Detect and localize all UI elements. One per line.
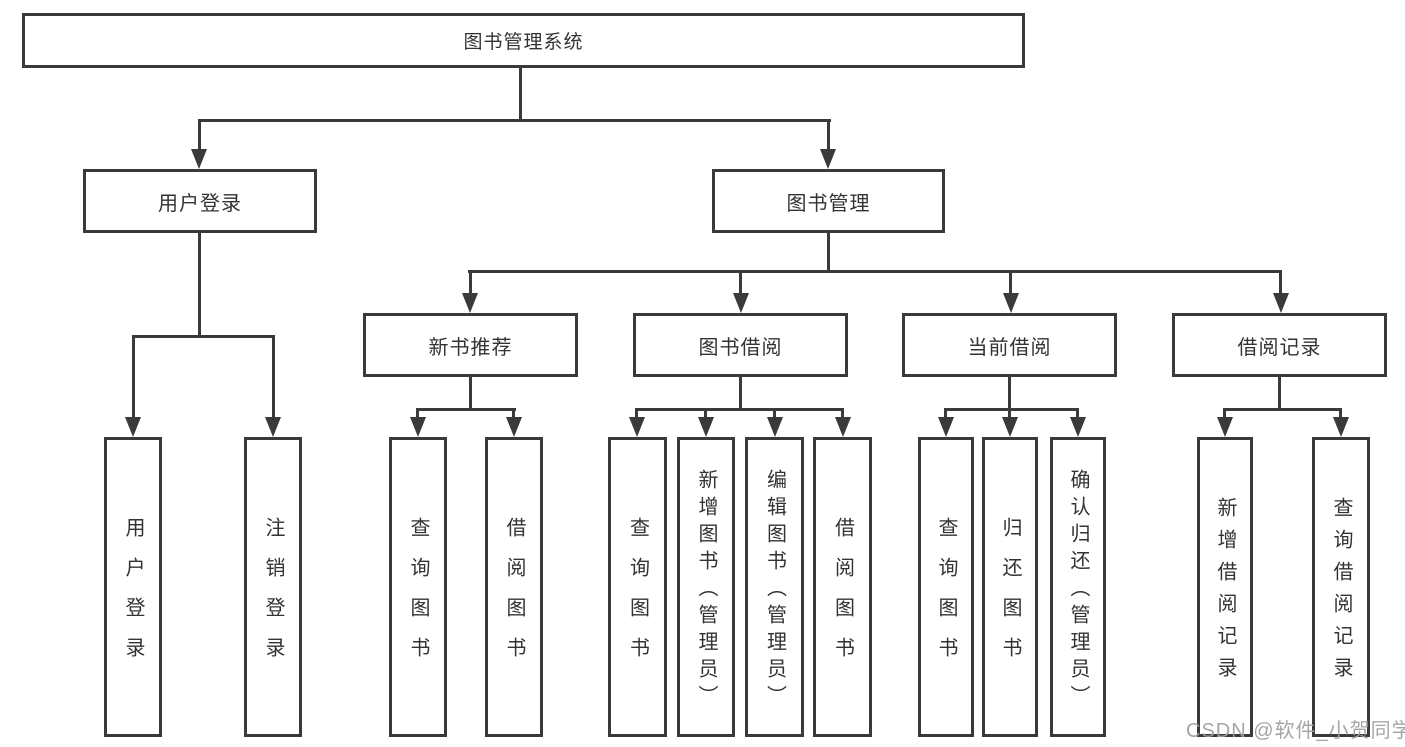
leaf-user-login: 用户登录 [104,437,162,737]
connector-borrow-records-stem [1278,377,1281,408]
leaf-br-query-record-label: 查询借阅记录 [1330,497,1352,689]
leaf-logout: 注销登录 [244,437,302,737]
node-book-mgmt: 图书管理 [712,169,945,233]
arrowhead-nb-borrow-icon [506,417,522,437]
connector-drop-new-book [469,270,472,293]
leaf-cb-return-books-label: 归还图书 [999,517,1021,677]
leaf-cb-confirm-return-label: 确认归还（管理员） [1067,469,1089,712]
connector-drop-book-mgmt [827,119,830,151]
node-root: 图书管理系统 [22,13,1025,68]
connector-drop-bb-edit [773,408,776,417]
connector-root-stem [519,68,522,119]
arrowhead-bb-edit-icon [767,417,783,437]
connector-drop-leaf-logout [272,335,275,417]
node-new-book: 新书推荐 [363,313,578,377]
arrowhead-new-book-icon [462,293,478,313]
connector-book-mgmt-bar [468,270,1282,273]
node-book-borrow: 图书借阅 [633,313,848,377]
connector-user-login-stem [198,233,201,335]
arrowhead-cb-query-icon [938,417,954,437]
connector-new-book-stem [469,377,472,408]
connector-current-borrow-bar [944,408,1079,411]
leaf-bb-query-books: 查询图书 [608,437,667,737]
node-user-login: 用户登录 [83,169,317,233]
connector-current-borrow-stem [1008,377,1011,408]
connector-drop-cb-return [1008,408,1011,417]
leaf-br-query-record: 查询借阅记录 [1312,437,1370,737]
arrowhead-user-login-icon [191,149,207,169]
leaf-bb-borrow-books-label: 借阅图书 [831,517,854,677]
leaf-nb-query-books: 查询图书 [389,437,447,737]
arrowhead-book-borrow-icon [733,293,749,313]
connector-drop-br-add [1223,408,1226,417]
connector-drop-bb-query [635,408,638,417]
leaf-bb-query-books-label: 查询图书 [626,517,649,677]
connector-drop-cb-confirm [1076,408,1079,417]
leaf-nb-borrow-books-label: 借阅图书 [503,517,525,677]
connector-drop-nb-borrow [512,408,515,417]
arrowhead-leaf-login-icon [125,417,141,437]
leaf-user-login-label: 用户登录 [122,517,144,677]
arrowhead-br-add-icon [1217,417,1233,437]
node-borrow-records: 借阅记录 [1172,313,1387,377]
arrowhead-br-query-icon [1333,417,1349,437]
connector-root-bar [198,119,831,122]
connector-borrow-records-bar [1223,408,1342,411]
connector-drop-book-borrow [739,270,742,293]
leaf-nb-query-books-label: 查询图书 [407,517,429,677]
leaf-br-add-record-label: 新增借阅记录 [1214,497,1236,689]
leaf-bb-add-books-label: 新增图书（管理员） [695,469,717,712]
connector-user-login-bar [132,335,275,338]
leaf-cb-return-books: 归还图书 [982,437,1038,737]
csdn-watermark: CSDN @软件_小贺同学 [1186,720,1405,742]
leaf-cb-confirm-return: 确认归还（管理员） [1050,437,1106,737]
leaf-cb-query-books-label: 查询图书 [935,517,957,677]
leaf-br-add-record: 新增借阅记录 [1197,437,1253,737]
connector-book-borrow-bar [635,408,844,411]
connector-drop-bb-borrow [841,408,844,417]
connector-drop-cb-query [944,408,947,417]
node-new-book-label: 新书推荐 [428,336,513,359]
leaf-cb-query-books: 查询图书 [918,437,974,737]
connector-new-book-bar [416,408,516,411]
arrowhead-cb-confirm-icon [1070,417,1086,437]
arrowhead-bb-query-icon [629,417,645,437]
arrowhead-current-borrow-icon [1003,293,1019,313]
leaf-bb-add-books: 新增图书（管理员） [677,437,735,737]
node-user-login-label: 用户登录 [158,192,242,215]
node-borrow-records-label: 借阅记录 [1237,336,1322,359]
leaf-bb-edit-books: 编辑图书（管理员） [745,437,804,737]
node-book-borrow-label: 图书借阅 [698,336,783,359]
leaf-bb-edit-books-label: 编辑图书（管理员） [763,469,786,712]
connector-book-mgmt-stem [827,233,830,270]
leaf-nb-borrow-books: 借阅图书 [485,437,543,737]
connector-drop-bb-add [704,408,707,417]
connector-drop-user-login [198,119,201,151]
arrowhead-nb-query-icon [410,417,426,437]
arrowhead-bb-borrow-icon [835,417,851,437]
connector-drop-nb-query [416,408,419,417]
node-root-label: 图书管理系统 [463,32,584,53]
connector-drop-br-query [1339,408,1342,417]
leaf-logout-label: 注销登录 [262,517,284,677]
arrowhead-bb-add-icon [698,417,714,437]
connector-drop-borrow-records [1279,270,1282,293]
connector-book-borrow-stem [739,377,742,408]
arrowhead-borrow-records-icon [1273,293,1289,313]
node-current-borrow: 当前借阅 [902,313,1117,377]
arrowhead-book-mgmt-icon [820,149,836,169]
leaf-bb-borrow-books: 借阅图书 [813,437,872,737]
connector-drop-leaf-login [132,335,135,417]
arrowhead-leaf-logout-icon [265,417,281,437]
node-current-borrow-label: 当前借阅 [967,336,1052,359]
arrowhead-cb-return-icon [1002,417,1018,437]
connector-drop-current-borrow [1009,270,1012,293]
node-book-mgmt-label: 图书管理 [786,192,871,215]
